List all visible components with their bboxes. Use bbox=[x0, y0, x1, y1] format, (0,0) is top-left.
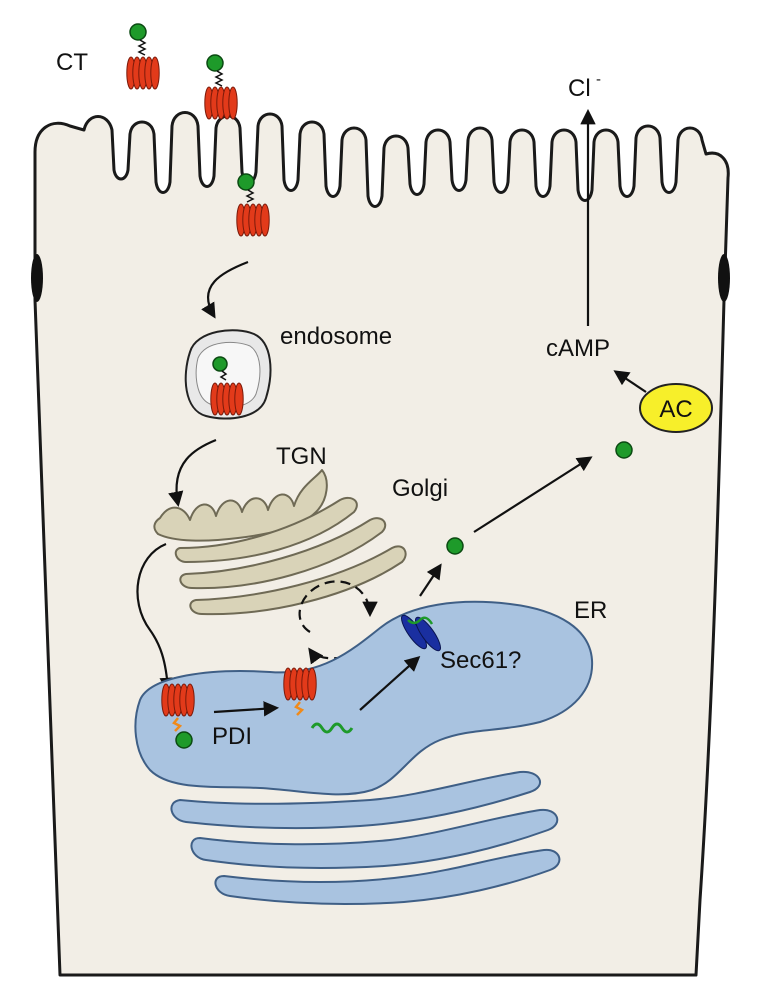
sec61-channel bbox=[401, 614, 441, 652]
label-pdi: PDI bbox=[212, 723, 252, 750]
junction-left bbox=[31, 254, 43, 302]
adenylate-cyclase bbox=[639, 383, 713, 433]
a1-cytosolic-1 bbox=[446, 537, 464, 555]
arrow-ac-to-camp bbox=[613, 370, 647, 393]
toxin-extracellular-1 bbox=[126, 23, 160, 90]
arrow-golgi-er-cycle-1 bbox=[298, 580, 378, 633]
label-er: ER bbox=[574, 597, 607, 624]
label-camp: cAMP bbox=[546, 335, 610, 362]
unfolded-a1-chain bbox=[310, 722, 354, 734]
toxin-membrane-bound bbox=[236, 173, 270, 237]
arrow-to-endosome bbox=[201, 260, 249, 319]
a1-cytosolic-2 bbox=[615, 441, 633, 459]
label-tgn: TGN bbox=[276, 443, 327, 470]
endoplasmic-reticulum bbox=[134, 600, 594, 905]
toxin-dissociated bbox=[283, 667, 317, 716]
label-chloride: Cl bbox=[568, 75, 591, 102]
arrow-pdi-unfolding bbox=[213, 701, 280, 717]
endosome bbox=[184, 329, 272, 420]
arrow-to-tgn bbox=[168, 438, 217, 508]
arrow-a1-exit bbox=[419, 563, 442, 597]
label-sec61: Sec61? bbox=[440, 647, 521, 674]
label-endosome: endosome bbox=[280, 323, 392, 350]
label-golgi: Golgi bbox=[392, 475, 448, 502]
golgi-apparatus bbox=[153, 469, 407, 616]
arrow-to-sec61 bbox=[359, 655, 421, 711]
label-chloride-charge: - bbox=[596, 71, 601, 88]
junction-right bbox=[718, 254, 730, 302]
toxin-er-membrane bbox=[161, 683, 195, 749]
toxin-extracellular-2 bbox=[204, 54, 238, 120]
label-ct: CT bbox=[56, 49, 88, 76]
label-ac: AC bbox=[659, 396, 692, 423]
arrow-tgn-to-er bbox=[136, 542, 175, 694]
arrow-a1-to-ac bbox=[473, 456, 593, 533]
